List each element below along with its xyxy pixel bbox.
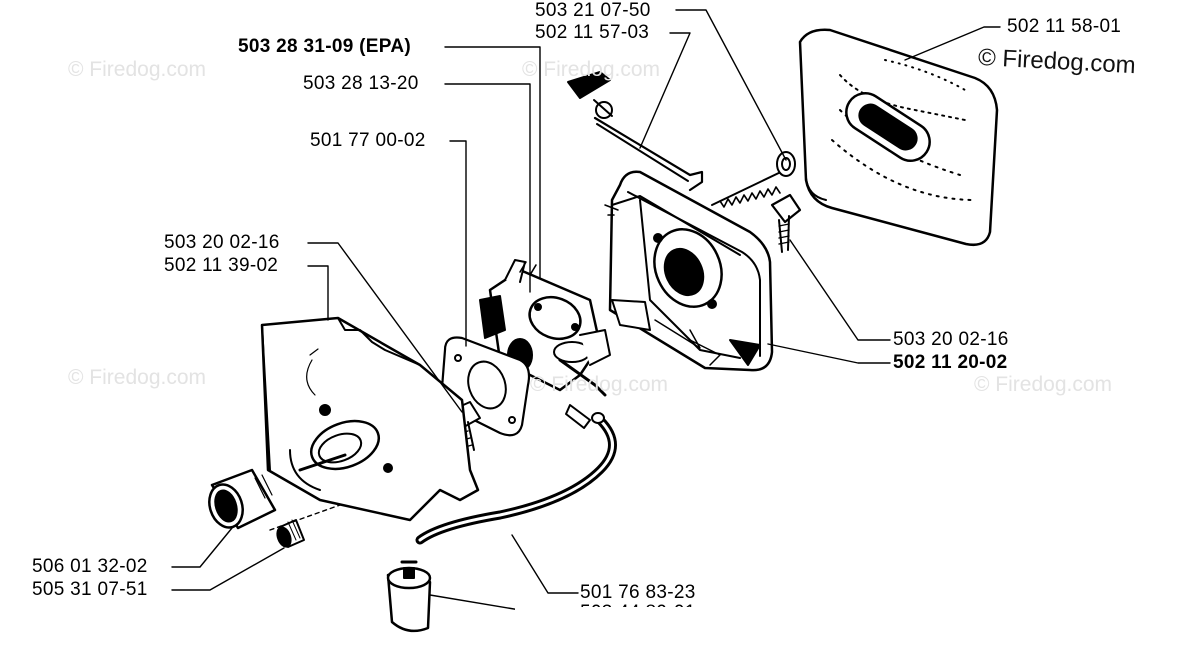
sleeve-large-part	[208, 468, 277, 530]
watermark-text: © Firedog.com	[522, 58, 661, 81]
spring-part	[711, 151, 796, 208]
screw-part	[770, 193, 802, 253]
part-label: 506 01 32-02	[32, 556, 148, 577]
watermark-text: © Firedog.com	[974, 373, 1113, 396]
part-label: 501 77 00-02	[310, 130, 426, 151]
watermark-text: © Firedog.com	[68, 58, 207, 81]
watermark-text: © Firedog.com	[530, 373, 669, 396]
part-label: 503 28 31-09 (EPA)	[238, 36, 411, 57]
crop-mask	[515, 607, 775, 647]
part-label: 502 11 58-01	[1007, 16, 1122, 37]
air-filter-part	[798, 28, 999, 246]
fuel-filter-part	[386, 560, 432, 633]
part-label: 502 11 57-03	[535, 22, 650, 43]
part-label: 503 21 07-50	[535, 0, 651, 21]
part-label: 502 11 39-02	[164, 255, 279, 276]
part-label: 505 31 07-51	[32, 579, 148, 600]
part-label: 501 76 83-23	[580, 582, 696, 603]
part-label: 503 20 02-16	[893, 329, 1009, 350]
intake-cover-part	[260, 316, 480, 522]
fuel-hose-part	[415, 412, 617, 545]
choke-rod-part	[567, 71, 704, 192]
part-label: 502 11 20-02	[893, 352, 1008, 373]
filter-holder-part	[604, 170, 774, 372]
sleeve-small-part	[276, 519, 305, 548]
part-label: 503 20 02-16	[164, 232, 280, 253]
watermark-text: © Firedog.com	[68, 366, 207, 389]
part-label: 503 28 13-20	[303, 73, 419, 94]
leader-lines	[171, 9, 1001, 611]
